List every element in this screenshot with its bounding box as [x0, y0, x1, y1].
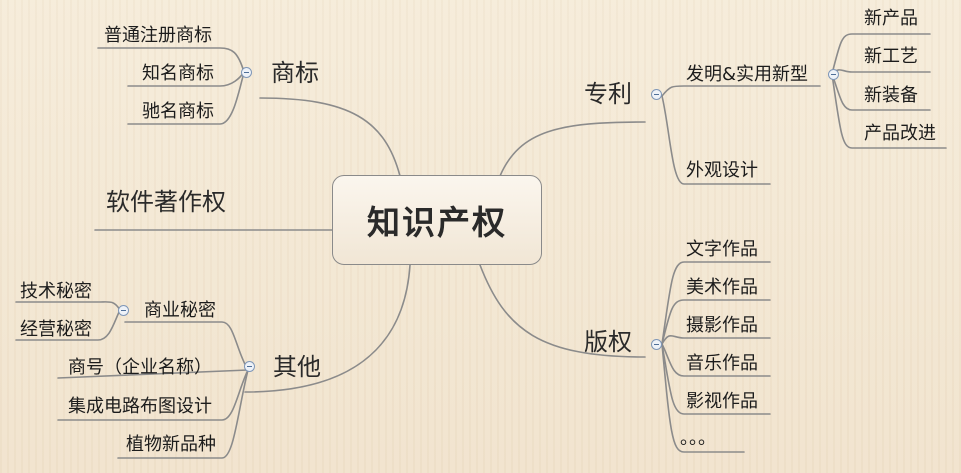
collapse-toggle-icon[interactable] [241, 67, 252, 78]
leaf-product-improvement[interactable]: 产品改进 [864, 123, 936, 144]
leaf-trade-name[interactable]: 商号（企业名称） [68, 357, 212, 378]
leaf-new-process[interactable]: 新工艺 [864, 46, 918, 67]
collapse-toggle-icon[interactable] [651, 89, 662, 100]
leaf-plant-variety[interactable]: 植物新品种 [126, 434, 216, 455]
branch-other[interactable]: 其他 [273, 353, 321, 381]
leaf-registered-trademark[interactable]: 普通注册商标 [104, 25, 212, 46]
leaf-new-equipment[interactable]: 新装备 [864, 85, 918, 106]
leaf-well-known-trademark[interactable]: 知名商标 [142, 63, 214, 84]
leaf-design-patent[interactable]: 外观设计 [686, 160, 758, 181]
leaf-literary-works[interactable]: 文字作品 [686, 239, 758, 260]
branch-patent[interactable]: 专利 [584, 80, 632, 108]
branch-trademark[interactable]: 商标 [271, 59, 319, 87]
collapse-toggle-icon[interactable] [651, 339, 662, 350]
branch-copyright[interactable]: 版权 [584, 328, 632, 356]
leaf-new-product[interactable]: 新产品 [864, 8, 918, 29]
leaf-musical-works[interactable]: 音乐作品 [686, 353, 758, 374]
root-node[interactable]: 知识产权 [332, 175, 542, 265]
leaf-film-works[interactable]: 影视作品 [686, 391, 758, 412]
leaf-trade-secret[interactable]: 商业秘密 [144, 300, 216, 321]
leaf-technical-secret[interactable]: 技术秘密 [20, 281, 92, 302]
leaf-ic-layout-design[interactable]: 集成电路布图设计 [68, 396, 212, 417]
leaf-ellipsis[interactable]: 。。。 [680, 428, 716, 449]
leaf-art-works[interactable]: 美术作品 [686, 277, 758, 298]
leaf-famous-trademark[interactable]: 驰名商标 [142, 101, 214, 122]
collapse-toggle-icon[interactable] [118, 305, 129, 316]
branch-software-copyright[interactable]: 软件著作权 [106, 188, 226, 216]
leaf-business-secret[interactable]: 经营秘密 [20, 319, 92, 340]
collapse-toggle-icon[interactable] [828, 69, 839, 80]
leaf-invention-utility-model[interactable]: 发明&实用新型 [686, 64, 809, 85]
collapse-toggle-icon[interactable] [244, 361, 255, 372]
leaf-photographic-works[interactable]: 摄影作品 [686, 315, 758, 336]
